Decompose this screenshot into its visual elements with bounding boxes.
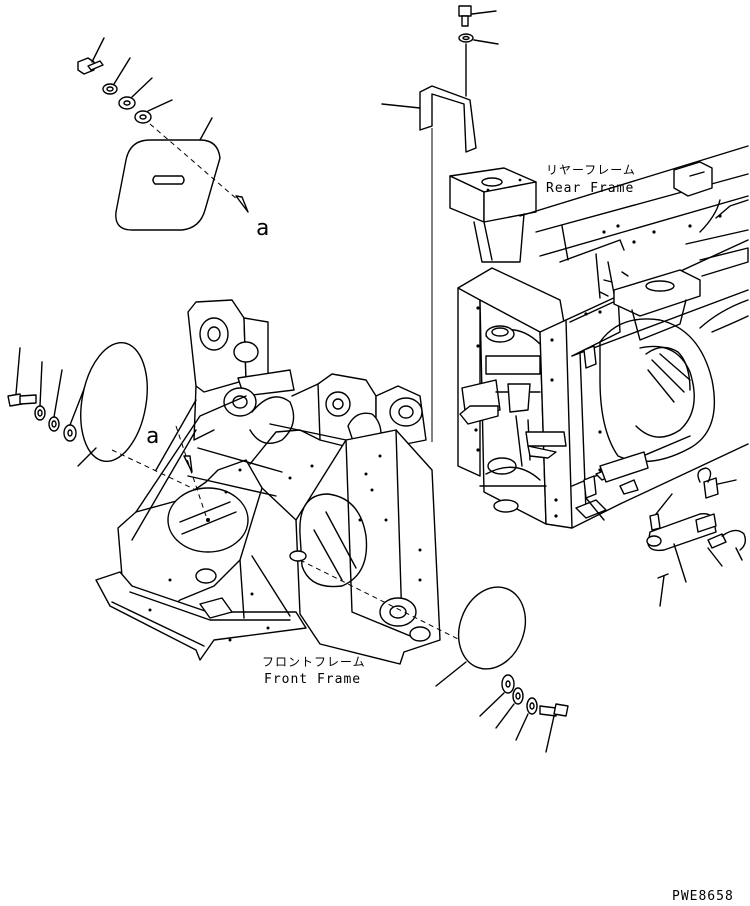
rear-frame-label-en: Rear Frame [546, 181, 635, 196]
left-cover-washer-1 [34, 361, 46, 421]
right-cover-washer-2 [495, 687, 524, 729]
cover-washer-3 [134, 99, 173, 124]
left-cover-plate [77, 341, 197, 491]
rear-frame [449, 145, 749, 529]
cover-plate-assembly [77, 37, 249, 231]
top-bolt [458, 5, 497, 27]
cover-plate [115, 117, 249, 231]
left-cover-washer-2 [48, 369, 63, 432]
cover-washer-2 [118, 77, 153, 110]
right-cover-washer-1 [479, 674, 515, 717]
pin-assembly [646, 467, 747, 607]
right-cover-plate [299, 559, 527, 687]
frame-reference-arrow [175, 425, 207, 517]
top-washer [458, 33, 499, 45]
cover-bolt [77, 37, 105, 75]
front-frame-label-jp: フロントフレーム [262, 655, 366, 669]
left-cover-washer-3 [63, 383, 87, 442]
front-frame [95, 299, 441, 665]
right-cover-washer-3 [515, 697, 538, 741]
lock-bar-assembly [381, 5, 499, 442]
right-cover-bolt [539, 703, 569, 753]
rear-frame-label-jp: リヤーフレーム [546, 163, 636, 177]
cover-washer-1 [102, 57, 131, 95]
drawing-code: PWE8658 [672, 889, 734, 904]
left-cover-assembly [7, 341, 197, 491]
cover-reference-letter: a [256, 216, 270, 241]
right-cover-assembly [299, 559, 569, 753]
bracket [381, 85, 477, 153]
left-cover-bolt [7, 347, 37, 407]
front-frame-label-en: Front Frame [264, 672, 362, 687]
frame-reference-letter: a [146, 424, 160, 449]
